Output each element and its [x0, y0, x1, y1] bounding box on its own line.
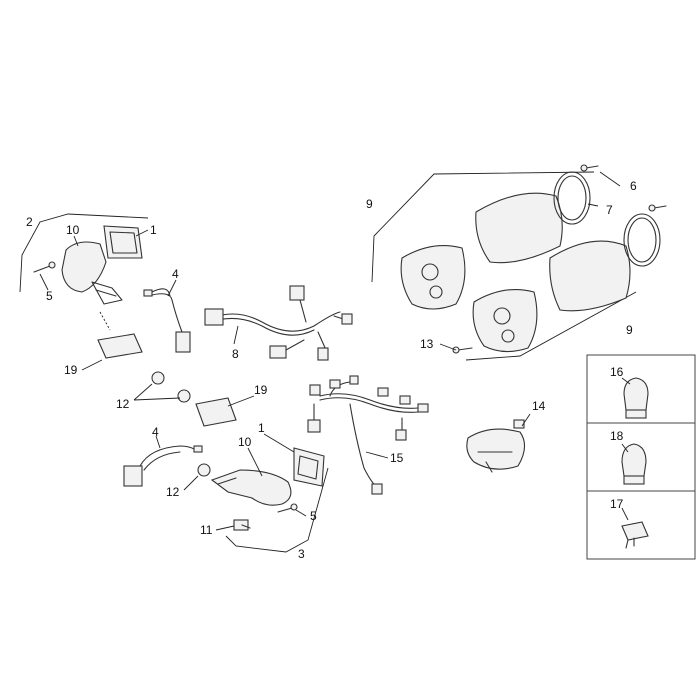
bulb-18[interactable]	[621, 443, 647, 485]
callout-16[interactable]: 16	[610, 365, 624, 379]
callout-5-mid[interactable]: 5	[310, 509, 317, 523]
callout-18[interactable]: 18	[610, 429, 624, 443]
leader-lines	[39, 171, 631, 531]
callout-9-top[interactable]: 9	[366, 197, 373, 211]
turn-signal-assembly-top	[19, 213, 165, 385]
wire-lead-top[interactable]	[143, 288, 191, 353]
wiring-harness-15[interactable]	[307, 375, 429, 495]
callout-13[interactable]: 13	[420, 337, 434, 351]
callout-4-mid[interactable]: 4	[152, 425, 159, 439]
lens-part[interactable]	[293, 447, 325, 487]
callout-12-left[interactable]: 12	[116, 397, 130, 411]
lens-part[interactable]	[103, 225, 143, 259]
trim-ring[interactable]	[623, 213, 661, 267]
callout-3[interactable]: 3	[298, 547, 305, 561]
callout-17[interactable]: 17	[610, 497, 624, 511]
light-lens-upper[interactable]	[475, 192, 563, 264]
callout-1-mid[interactable]: 1	[258, 421, 265, 435]
housing-part[interactable]	[61, 241, 123, 305]
light-housing-left[interactable]	[400, 245, 466, 310]
license-plate-light[interactable]	[466, 419, 526, 473]
turn-signal-assembly-bottom	[177, 389, 329, 553]
callout-5-top[interactable]: 5	[46, 289, 53, 303]
callout-2[interactable]: 2	[26, 215, 33, 229]
housing-part[interactable]	[210, 469, 292, 506]
nut-part[interactable]	[177, 389, 191, 403]
callout-10-mid[interactable]: 10	[238, 435, 252, 449]
callout-9-bottom[interactable]: 9	[626, 323, 633, 337]
callout-19-left[interactable]: 19	[64, 363, 78, 377]
light-housing-right[interactable]	[472, 289, 538, 353]
callout-15[interactable]: 15	[390, 451, 404, 465]
callout-8[interactable]: 8	[232, 347, 239, 361]
screw-part[interactable]	[277, 503, 298, 513]
callout-11[interactable]: 11	[200, 523, 213, 537]
gasket-part[interactable]	[195, 397, 237, 427]
gasket-part[interactable]	[97, 333, 143, 359]
callout-14[interactable]: 14	[532, 399, 546, 413]
screw-part[interactable]	[33, 261, 56, 273]
callout-7[interactable]: 7	[606, 203, 613, 217]
wire-lead-middle[interactable]	[123, 445, 203, 487]
bulb-17[interactable]	[621, 521, 649, 549]
callout-1-top[interactable]: 1	[150, 223, 157, 237]
trim-ring[interactable]	[553, 171, 591, 225]
callout-10-top[interactable]: 10	[66, 223, 80, 237]
callout-labels: 1 2 10 5 4 8 19 12 19 4 12 1 10 5 11 3 1…	[26, 179, 637, 561]
callout-6[interactable]: 6	[630, 179, 637, 193]
callout-4-top[interactable]: 4	[172, 267, 179, 281]
light-lens-lower[interactable]	[549, 240, 631, 312]
callout-19-mid[interactable]: 19	[254, 383, 268, 397]
wiring-harness-8[interactable]	[204, 285, 353, 361]
callout-12-mid[interactable]: 12	[166, 485, 180, 499]
tail-light-group	[371, 164, 667, 361]
bulb-16[interactable]	[623, 377, 649, 419]
nut-part[interactable]	[151, 371, 165, 385]
nut-part[interactable]	[197, 463, 211, 477]
bulb-panel	[586, 354, 696, 560]
bolt-part[interactable]	[233, 519, 251, 531]
screw-part[interactable]	[580, 164, 667, 212]
